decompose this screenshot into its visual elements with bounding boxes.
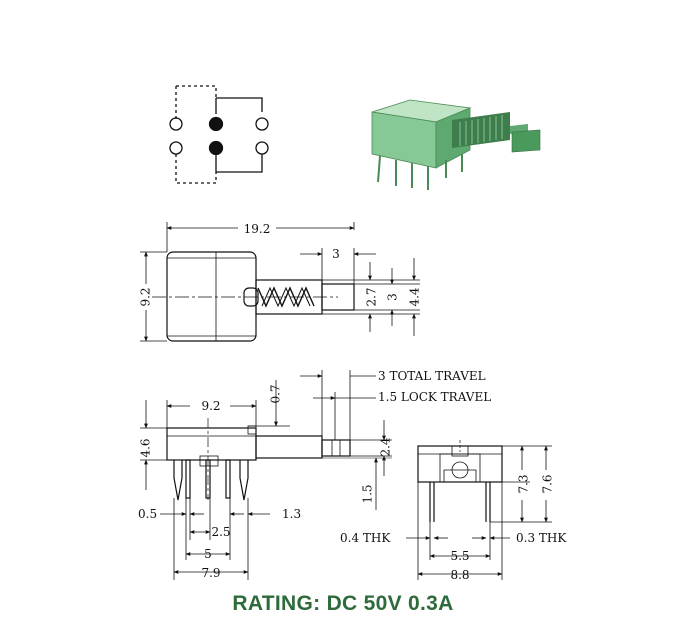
terminal-open-icon bbox=[255, 117, 269, 131]
dim-side-4-6: 4.6 bbox=[139, 438, 153, 457]
terminal-open-icon bbox=[255, 141, 269, 155]
dim-top-height: 9.2 bbox=[139, 287, 153, 306]
dim-top-4-4: 4.4 bbox=[408, 287, 422, 306]
side-view-dimensions bbox=[140, 370, 392, 580]
terminal-closed-icon bbox=[208, 116, 224, 132]
switch-3d-illustration bbox=[371, 99, 541, 190]
dim-side-2-4: 2.4 bbox=[379, 437, 393, 456]
dim-end-5-5: 5.5 bbox=[450, 549, 469, 563]
dim-top-stroke: 3 bbox=[332, 247, 340, 261]
label-total-travel: 3 TOTAL TRAVEL bbox=[378, 369, 486, 383]
label-thk-left: 0.4 THK bbox=[340, 531, 391, 545]
dim-side-0-5: 0.5 bbox=[138, 507, 157, 521]
top-view-dimensions bbox=[140, 222, 420, 342]
dim-side-2-5: 2.5 bbox=[211, 525, 230, 539]
terminal-closed-icon bbox=[208, 140, 224, 156]
dim-side-5: 5 bbox=[204, 547, 212, 561]
dim-top-width: 19.2 bbox=[244, 222, 271, 236]
end-view-drawing bbox=[417, 440, 503, 522]
end-view-dimensions bbox=[406, 445, 552, 580]
circuit-schematic bbox=[169, 85, 269, 184]
dim-top-actuator: 2.7 bbox=[365, 287, 379, 306]
terminal-open-icon bbox=[169, 141, 183, 155]
top-view-drawing bbox=[152, 251, 355, 342]
label-lock-travel: 1.5 LOCK TRAVEL bbox=[378, 390, 491, 404]
dim-end-7-3: 7.3 bbox=[517, 474, 531, 493]
dim-side-0-7: 0.7 bbox=[269, 384, 283, 403]
side-view-drawing bbox=[166, 418, 351, 501]
dim-side-1-5: 1.5 bbox=[361, 484, 375, 503]
label-thk-right: 0.3 THK bbox=[516, 531, 567, 545]
dim-end-7-6: 7.6 bbox=[541, 474, 555, 493]
dim-top-3: 3 bbox=[386, 293, 400, 301]
dim-side-1-3: 1.3 bbox=[282, 507, 301, 521]
dim-side-7-9: 7.9 bbox=[201, 566, 220, 580]
dim-end-8-8: 8.8 bbox=[450, 568, 469, 582]
dim-side-9-2: 9.2 bbox=[201, 399, 220, 413]
rating-label: RATING: DC 50V 0.3A bbox=[232, 592, 454, 615]
terminal-open-icon bbox=[169, 117, 183, 131]
